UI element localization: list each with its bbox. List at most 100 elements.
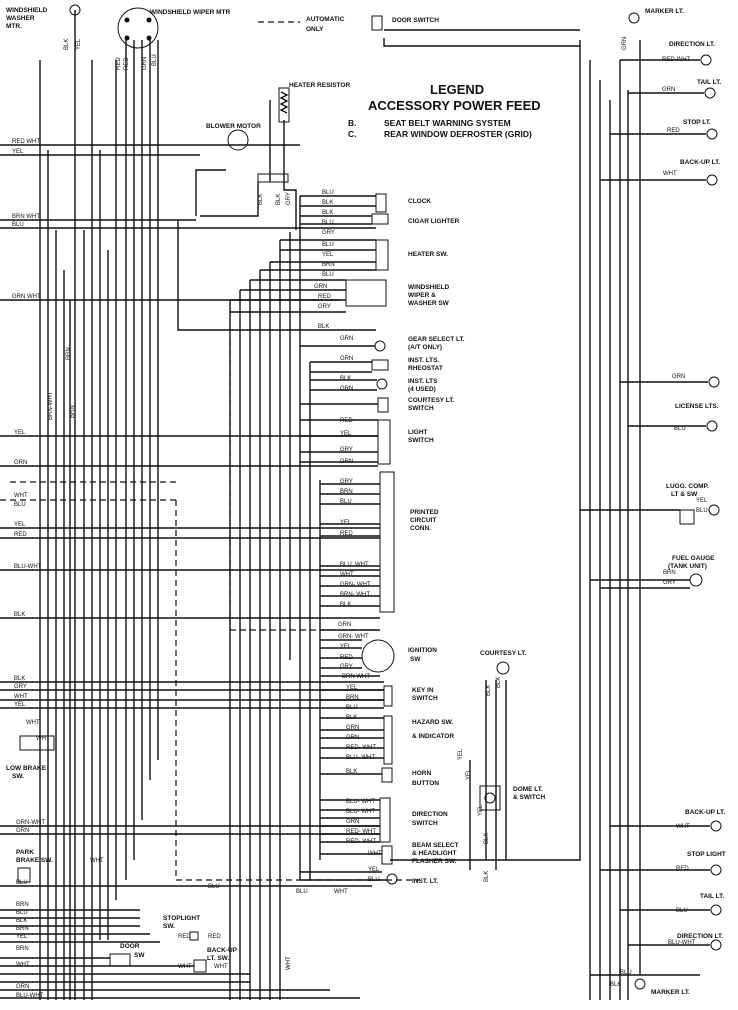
wire-label-left-0: RED WHT: [12, 139, 40, 145]
blower-motor-symbol: [227, 129, 249, 151]
wire-label-center-63: RED: [178, 934, 191, 940]
wiper-terminal-3: [124, 35, 130, 41]
wire-label-center-1: BLK: [322, 200, 333, 206]
wire-label-center-37: YEL: [346, 685, 358, 691]
key-in-switch-symbol: [383, 685, 393, 707]
license-lamp: [706, 420, 718, 432]
wire-label-center-18: YEL: [340, 431, 352, 437]
tail-top-lamp: [704, 87, 716, 99]
marker-bottom-lamp: [634, 978, 646, 990]
gear-select-label-1: GEAR SELECT LT.: [408, 336, 465, 343]
wire-labels: RED WHT YEL BRN WHT BLU GRN WHT YEL GRN WHT BLU Y…: [12, 37, 708, 999]
wire-label-center-6: YEL: [322, 252, 334, 258]
wire-label-vertical_top-12: YEL: [458, 748, 464, 760]
inst-lts-label-1: INST. LTS: [408, 378, 438, 385]
door-sw-symbol: [109, 953, 131, 967]
heater-resistor-label: HEATER RESISTOR: [289, 82, 350, 89]
courtesy-switch-label-1: COURTESY LT.: [408, 397, 455, 404]
stop-bottom-label: STOP LIGHT: [687, 851, 726, 858]
wire-label-center-55: BLU: [296, 889, 308, 895]
legend-item-c-key: C.: [348, 129, 357, 139]
wire-label-left-2: BRN WHT: [12, 214, 40, 220]
wires-layer: [0, 10, 710, 1000]
wire-label-center-43: RED- WHT: [346, 745, 376, 751]
direction-top-lamp: [700, 54, 712, 66]
lugg-switch-symbol: [679, 509, 695, 525]
park-brake-label-1: PARK: [16, 849, 34, 856]
door-switch-top-symbol: [371, 15, 383, 31]
wire-label-center-57: BLK: [486, 685, 492, 696]
clock-label: CLOCK: [408, 198, 431, 205]
beam-label-3: FLASHER SW.: [412, 858, 457, 865]
wire-label-left-14: GRY: [14, 684, 27, 690]
wire-label-center-8: BLU: [322, 272, 334, 278]
wiper-terminal-1: [124, 17, 130, 23]
wire-label-left-13: BLK: [14, 676, 25, 682]
wire-label-right-8: BLU: [696, 508, 708, 514]
gear-select-label-2: (A/T ONLY): [408, 344, 442, 351]
wire-label-left-4: GRN WHT: [12, 294, 41, 300]
wire-label-left-29: WHT: [16, 962, 30, 968]
wire-label-center-42: GRN: [346, 735, 359, 741]
stop-bottom-lamp: [710, 864, 722, 876]
wire-label-right-11: WHT: [676, 824, 690, 830]
wire-label-right-16: BLK: [610, 982, 621, 988]
legend-item-b: SEAT BELT WARNING SYSTEM: [384, 118, 511, 128]
washer-label-3: MTR.: [6, 23, 22, 30]
wire-label-center-29: BRN- WHT: [340, 592, 370, 598]
dome-label-2: & SWITCH: [513, 794, 545, 801]
legend-only: ONLY: [306, 26, 324, 33]
legend-item-c: REAR WINDOW DEFROSTER (GRID): [384, 129, 532, 139]
wire-label-left-24: BLU: [16, 910, 28, 916]
stop-top-lamp: [706, 128, 718, 140]
wire-label-vertical_top-6: BLK: [258, 194, 264, 205]
heater-switch-symbol: [375, 239, 389, 271]
direction-bottom-lamp: [710, 939, 722, 951]
wire-label-center-53: BLU: [368, 877, 380, 883]
wire-label-center-15: BLK: [340, 376, 351, 382]
legend-automatic: AUTOMATIC: [306, 16, 345, 23]
light-switch-label-1: LIGHT: [408, 429, 428, 436]
wire-label-center-2: BLK: [322, 210, 333, 216]
wire-label-center-13: GRN: [340, 336, 353, 342]
wire-label-center-58: BLK: [496, 677, 502, 688]
wire-label-center-3: BLU: [322, 220, 334, 226]
marker-top-lamp: [628, 12, 640, 24]
lugg-label-2: LT & SW: [671, 491, 698, 498]
fuel-gauge-symbol: [689, 573, 703, 587]
low-brake-label-1: LOW BRAKE: [6, 765, 47, 772]
wire-label-center-65: WHT: [178, 964, 192, 970]
inst-lt-label: INST. LT.: [412, 878, 438, 885]
wire-label-right-3: RED: [667, 128, 680, 134]
wire-label-right-15: BLU: [620, 970, 632, 976]
wire-label-right-4: WHT: [663, 171, 677, 177]
horn-label-2: BUTTON: [412, 780, 439, 787]
direction-bottom-label: DIRECTION LT.: [677, 933, 723, 940]
door-switch-top-label: DOOR SWITCH: [392, 17, 439, 24]
wire-label-center-27: WHT: [340, 572, 354, 578]
top-components: WINDSHIELD WASHER MTR. WINDSHIELD WIPER …: [6, 4, 439, 183]
wire-label-center-64: RED: [208, 934, 221, 940]
wire-label-left-1: YEL: [12, 149, 24, 155]
light-switch-label-2: SWITCH: [408, 437, 434, 444]
horn-button-symbol: [381, 767, 393, 783]
legend-item-b-key: B.: [348, 118, 357, 128]
beam-label-2: & HEADLIGHT: [412, 850, 456, 857]
wire-label-center-33: YEL: [340, 644, 352, 650]
wire-label-center-12: BLK: [318, 324, 329, 330]
wire-label-left-31: BLU-WHT: [16, 993, 44, 999]
wire-label-center-25: RED: [340, 531, 353, 537]
wire-label-right-12: RED: [676, 866, 689, 872]
blower-motor-label: BLOWER MOTOR: [206, 123, 261, 130]
direction-switch-symbol: [379, 797, 391, 843]
wiper-switch-label-2: WIPER &: [408, 292, 436, 299]
wire-label-right-7: YEL: [696, 498, 708, 504]
ignition-label-2: SW: [410, 656, 421, 663]
wire-label-left-17: WHT: [26, 720, 40, 726]
direction-switch-label-2: SWITCH: [412, 820, 438, 827]
wire-label-left-18: WHT: [36, 736, 50, 742]
cigar-lighter-label: CIGAR LIGHTER: [408, 218, 460, 225]
wire-label-center-41: GRN: [346, 725, 359, 731]
pcb-label-1: PRINTED: [410, 509, 439, 516]
stoplight-switch-symbol: [189, 931, 199, 941]
